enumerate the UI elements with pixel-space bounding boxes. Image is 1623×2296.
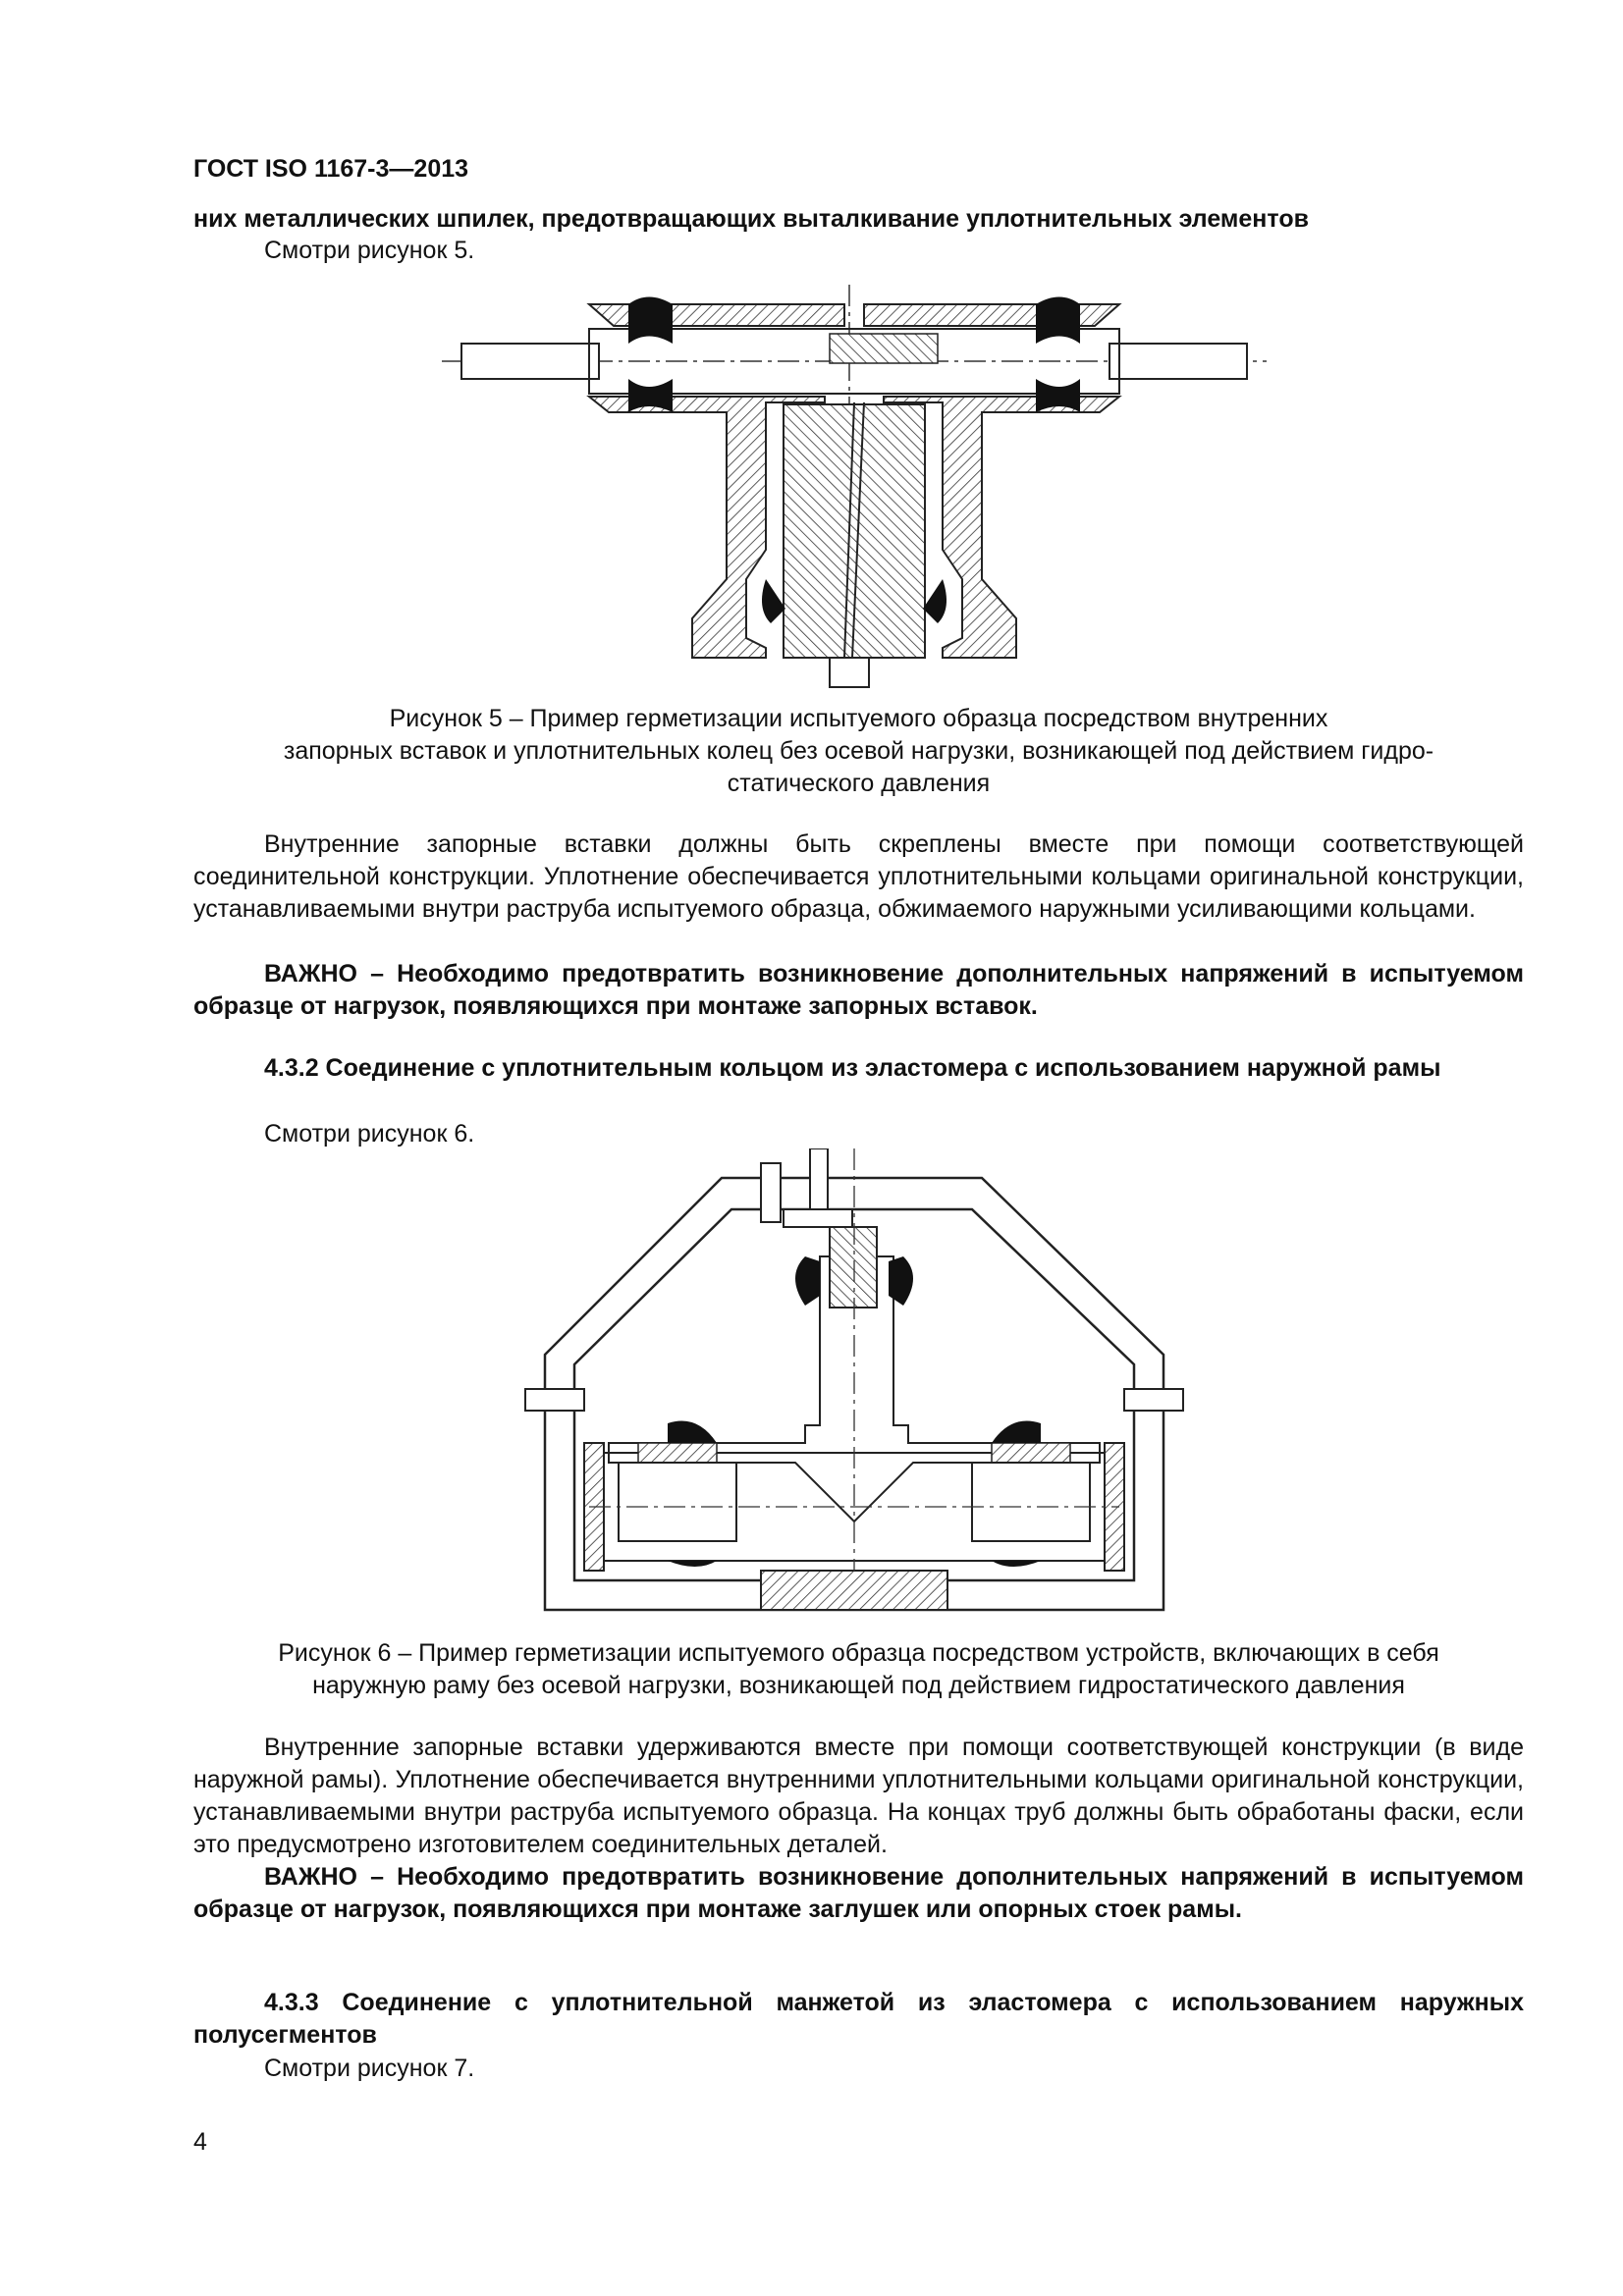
continued-heading: них металлических шпилек, предотвращающи… bbox=[193, 205, 1309, 233]
figure-5-caption-line: статического давления bbox=[727, 770, 991, 797]
section-4-3-2-heading: 4.3.2 Соединение с уплотнительным кольцо… bbox=[264, 1054, 1441, 1082]
figure-5-drawing bbox=[442, 285, 1267, 688]
important-note-2: ВАЖНО – Необходимо предотвратить возникн… bbox=[193, 1863, 1524, 1923]
see-figure-7: Смотри рисунок 7. bbox=[264, 2055, 475, 2082]
figure-6-drawing bbox=[524, 1148, 1184, 1612]
figure-6-caption-line: Рисунок 6 – Пример герметизации испытуем… bbox=[278, 1639, 1439, 1667]
page-number: 4 bbox=[193, 2128, 207, 2156]
see-figure-6: Смотри рисунок 6. bbox=[264, 1120, 475, 1148]
figure-5-caption: Рисунок 5 – Пример герметизации испытуем… bbox=[193, 703, 1524, 800]
important-note-1: ВАЖНО – Необходимо предотвратить возникн… bbox=[193, 960, 1524, 1020]
paragraph-internal-inserts: Внутренние запорные вставки должны быть … bbox=[193, 830, 1524, 923]
document-header: ГОСТ ISO 1167-3—2013 bbox=[193, 155, 469, 183]
paragraph-external-frame: Внутренние запорные вставки удерживаются… bbox=[193, 1734, 1524, 1858]
figure-5-caption-line: Рисунок 5 – Пример герметизации испытуем… bbox=[389, 705, 1328, 732]
figure-5-caption-line: запорных вставок и уплотнительных колец … bbox=[283, 737, 1434, 765]
see-figure-5: Смотри рисунок 5. bbox=[264, 237, 475, 264]
figure-6-caption-line: наружную раму без осевой нагрузки, возни… bbox=[312, 1672, 1405, 1699]
figure-6-caption: Рисунок 6 – Пример герметизации испытуем… bbox=[193, 1637, 1524, 1702]
section-4-3-3-heading: 4.3.3 Соединение с уплотнительной манжет… bbox=[193, 1989, 1524, 2049]
